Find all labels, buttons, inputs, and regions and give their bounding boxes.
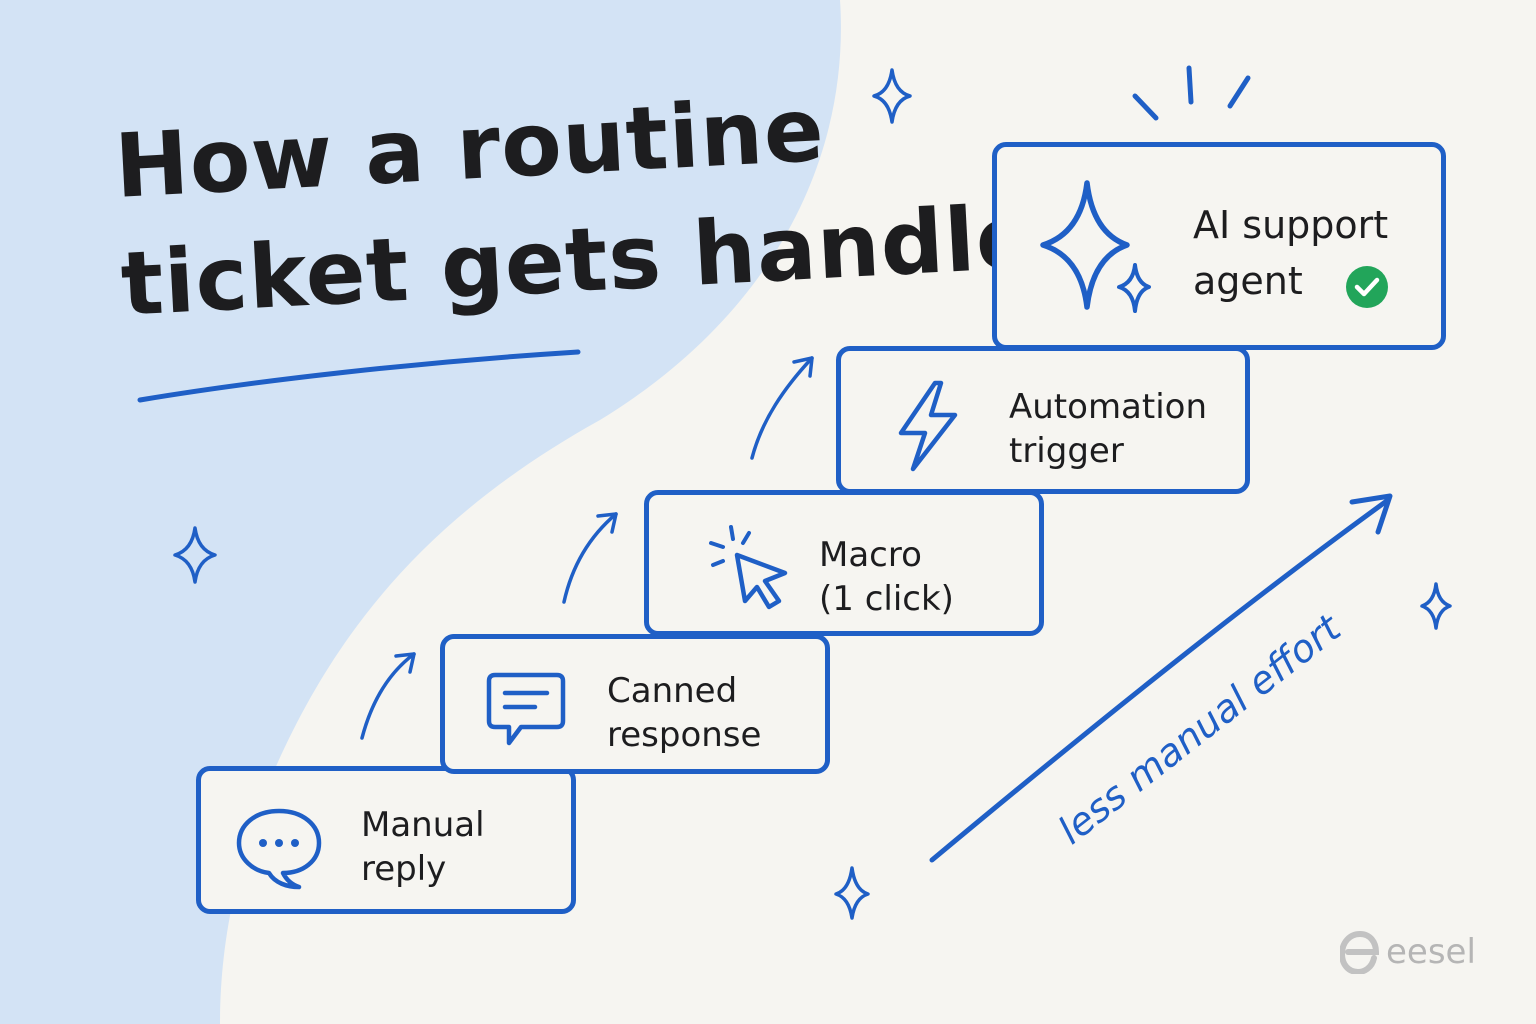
step-label: Canned response (607, 671, 762, 755)
step-canned-response: Canned response (440, 634, 830, 774)
message-lines-icon (486, 672, 566, 746)
step-label: Macro (1 click) (819, 535, 954, 619)
step-label: AI support agent (1193, 203, 1389, 303)
cursor-click-icon (709, 525, 788, 610)
speech-bubble-dots-icon (236, 808, 322, 890)
eesel-logo-icon (1340, 930, 1380, 974)
step-automation-trigger: Automation trigger (836, 346, 1250, 494)
step-label: Manual reply (361, 805, 485, 889)
step-manual-reply: Manual reply (196, 766, 576, 914)
brand-logo: eesel (1340, 930, 1476, 974)
lightning-bolt-icon (898, 380, 958, 472)
step-label: Automation trigger (1009, 387, 1208, 471)
step-macro: Macro (1 click) (644, 490, 1044, 636)
step-ai-support-agent: AI support agent (992, 142, 1446, 350)
sparkle-icon (1040, 180, 1151, 313)
check-circle-icon (1346, 266, 1388, 308)
logo-text: eesel (1386, 932, 1476, 972)
